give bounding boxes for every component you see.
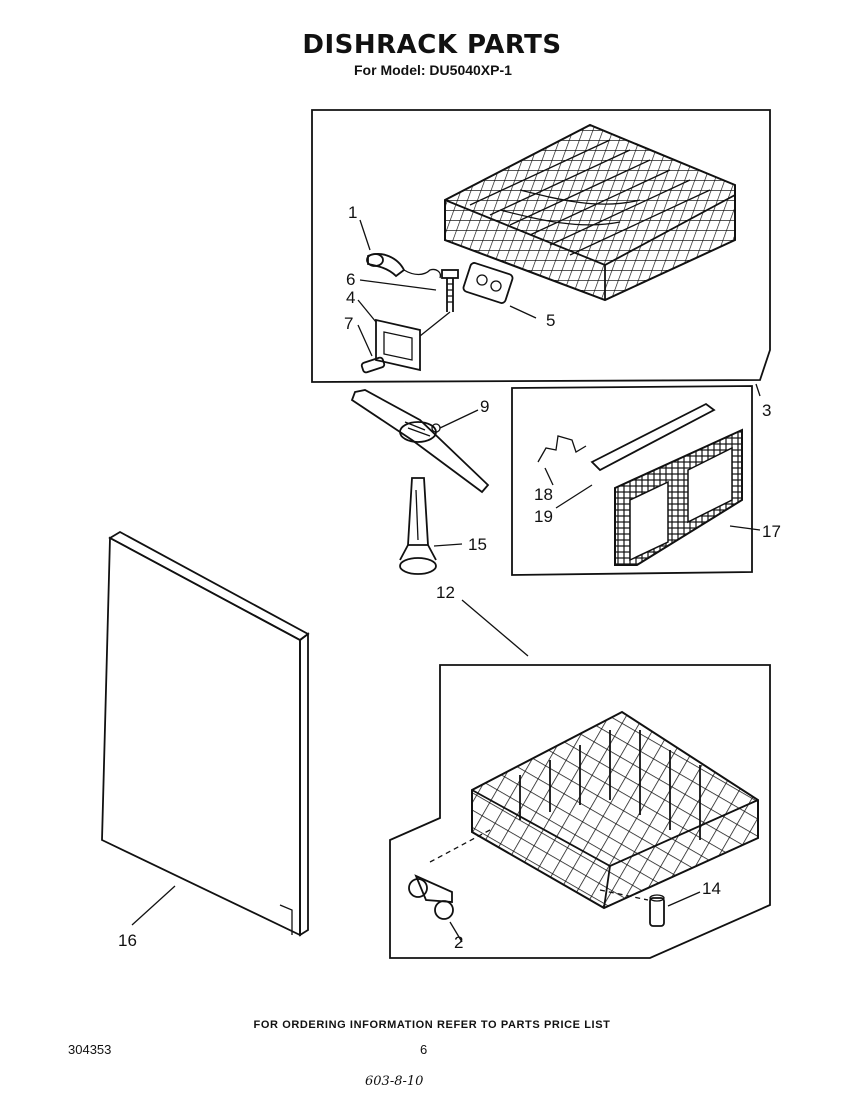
callout-1: 1 — [348, 203, 357, 222]
upper-rack-frame — [311, 109, 771, 383]
callout-4: 4 — [346, 288, 355, 307]
page-title: DISHRACK PARTS — [302, 30, 562, 60]
door-panel — [101, 530, 310, 937]
callout-5: 5 — [546, 311, 555, 330]
spray-arm — [350, 389, 490, 494]
callout-15: 15 — [468, 535, 487, 554]
callout-14: 14 — [702, 879, 721, 898]
callout-2: 2 — [454, 933, 463, 952]
page-number: 6 — [420, 1042, 428, 1057]
callout-3: 3 — [762, 401, 771, 420]
callout-7: 7 — [344, 314, 353, 333]
lower-rack-frame — [389, 599, 771, 959]
callout-17: 17 — [762, 522, 781, 541]
lower-rack-rollers — [408, 829, 701, 943]
ordering-footer-note: FOR ORDERING INFORMATION REFER TO PARTS … — [253, 1019, 611, 1031]
housing-part-4 — [375, 318, 421, 372]
model-subtitle: For Model: DU5040XP-1 — [354, 62, 512, 78]
upper-leader-lines — [357, 219, 761, 397]
callout-9: 9 — [480, 397, 489, 416]
bar-part-19 — [590, 402, 716, 472]
callout-16: 16 — [118, 931, 137, 950]
handwritten-note: 603-8-10 — [365, 1074, 424, 1089]
pin-part-14 — [649, 897, 665, 927]
callout-12: 12 — [436, 583, 455, 602]
pin-part-6 — [441, 269, 459, 279]
callout-19: 19 — [534, 507, 553, 526]
lower-dishrack — [471, 710, 759, 910]
upper-dishrack — [444, 123, 736, 302]
screw-part-7 — [360, 356, 386, 374]
callout-6: 6 — [346, 270, 355, 289]
silverware-basket-panel — [511, 385, 761, 576]
bracket-part-5 — [462, 262, 514, 304]
rack-adjuster-parts — [360, 253, 514, 374]
spray-tube — [399, 477, 463, 575]
callout-18: 18 — [534, 485, 553, 504]
document-code: 304353 — [68, 1042, 112, 1057]
